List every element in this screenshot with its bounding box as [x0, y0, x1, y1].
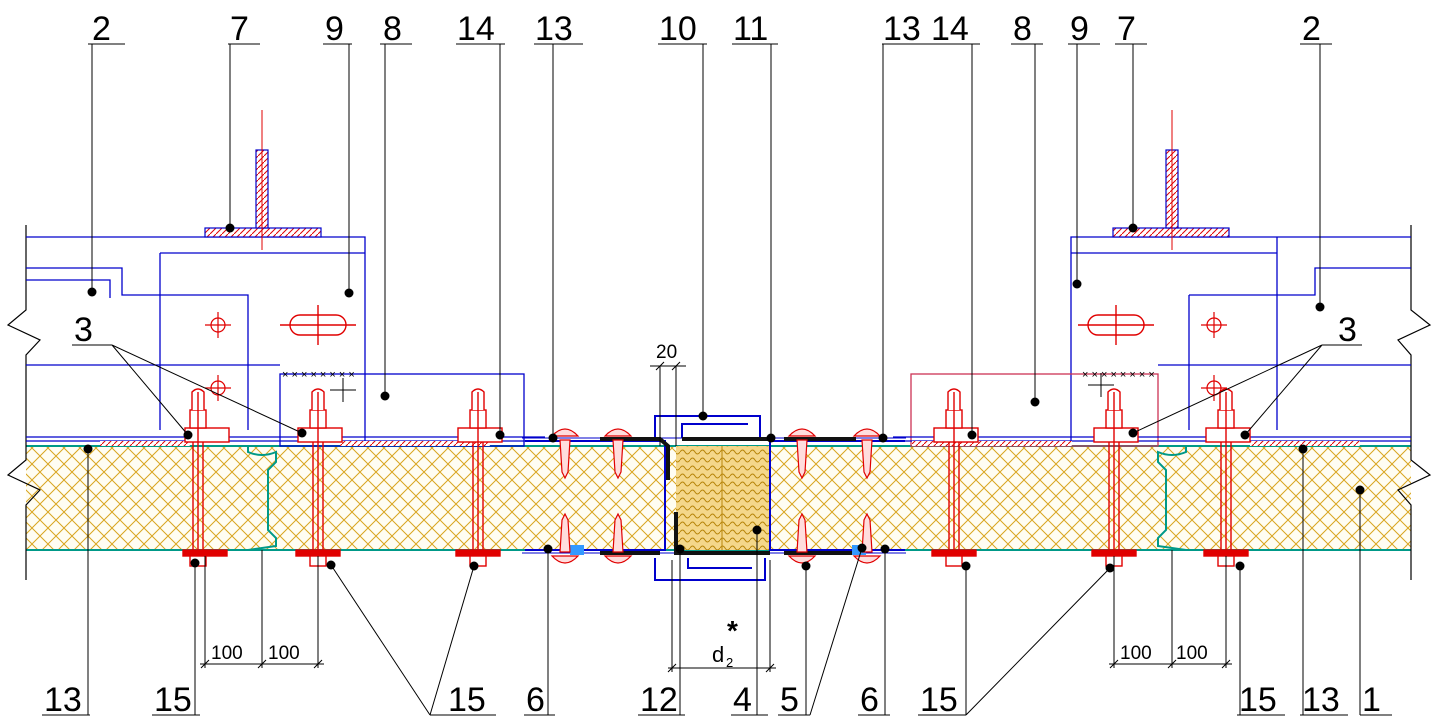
dimension-lines	[200, 361, 1232, 673]
dim-right-spacing-2: 100	[1176, 643, 1208, 664]
seal-tapes	[100, 441, 1360, 446]
dim-right-spacing-1: 100	[1120, 643, 1152, 664]
callout-bottom-9: 15	[920, 681, 958, 717]
dim-joint-width-sub: 2	[726, 655, 733, 670]
callout-top-8: 11	[733, 10, 768, 48]
leader-dots	[83, 223, 1365, 573]
left-t-profile	[204, 110, 322, 250]
callout-top-9: 13	[883, 10, 921, 48]
right-slotted-hole	[1078, 305, 1154, 345]
central-joint-insulation	[676, 446, 770, 550]
callout-bottom-8: 6	[860, 681, 879, 717]
callout-top-11: 8	[1013, 10, 1032, 48]
callout-side-left: 3	[74, 311, 93, 349]
dim-joint-gap: 20	[656, 342, 677, 363]
side-callouts: 3 3	[74, 311, 1357, 349]
right-steel-structure	[893, 236, 1411, 447]
top-callouts: 2 7 9 8 14 13 10 11 13 14 8 9 7 2	[92, 10, 1321, 48]
callout-top-7: 10	[659, 10, 697, 48]
panel-longitudinal-joints	[247, 446, 1187, 551]
callout-bottom-11: 13	[1302, 681, 1340, 717]
callout-bottom-6: 4	[733, 681, 752, 717]
dim-star: *	[727, 615, 738, 646]
callout-bottom-4: 6	[526, 681, 545, 717]
callout-bottom-7: 5	[780, 681, 799, 717]
callout-top-3: 9	[325, 10, 344, 48]
black-crosshairs	[330, 373, 1114, 402]
callout-top-2: 7	[230, 10, 249, 48]
leader-lines	[42, 43, 1392, 716]
svg-text:× × × × × × × ×: × × × × × × × ×	[282, 369, 355, 381]
through-bolts	[182, 388, 1251, 567]
callout-top-6: 13	[535, 10, 573, 48]
black-seal-strips	[600, 437, 856, 555]
callout-bottom-12: 1	[1362, 681, 1381, 717]
dimension-labels: 20 100 100 100 100 * d 2	[211, 342, 1208, 670]
left-slotted-hole	[280, 305, 356, 345]
callout-top-4: 8	[383, 10, 402, 48]
callout-top-13: 7	[1117, 10, 1136, 48]
callout-top-12: 9	[1070, 10, 1089, 48]
svg-text:× × × × × × × ×: × × × × × × × ×	[1082, 369, 1155, 381]
callout-bottom-10: 15	[1239, 681, 1277, 717]
left-steel-structure	[26, 236, 545, 447]
left-break-line	[6, 225, 42, 580]
weld-marks: × × × × × × × × × × × × × × × ×	[282, 369, 1155, 381]
self-tapping-screws	[550, 428, 882, 564]
dim-left-spacing-2: 100	[268, 643, 300, 664]
callout-side-right: 3	[1338, 311, 1357, 349]
dim-left-spacing-1: 100	[211, 643, 243, 664]
callout-bottom-1: 13	[44, 681, 82, 717]
dim-joint-width: d	[712, 642, 724, 667]
callout-bottom-3: 15	[448, 681, 486, 717]
right-break-line	[1397, 225, 1432, 580]
callout-top-14: 2	[1302, 10, 1321, 48]
right-t-profile	[1112, 110, 1230, 250]
callout-bottom-5: 12	[640, 681, 678, 717]
bolt-3	[455, 388, 503, 567]
panel-joint-axis-lines	[261, 550, 1173, 668]
callout-bottom-2: 15	[154, 681, 192, 717]
crosshair-holes	[205, 312, 1227, 401]
callout-top-1: 2	[92, 10, 111, 48]
bolt-4	[931, 388, 979, 567]
callout-top-5: 14	[457, 10, 495, 48]
callout-top-10: 14	[931, 10, 969, 48]
bottom-callouts: 13 15 15 6 12 4 5 6 15 15 13 1	[44, 681, 1381, 719]
bolt-1	[182, 388, 230, 567]
